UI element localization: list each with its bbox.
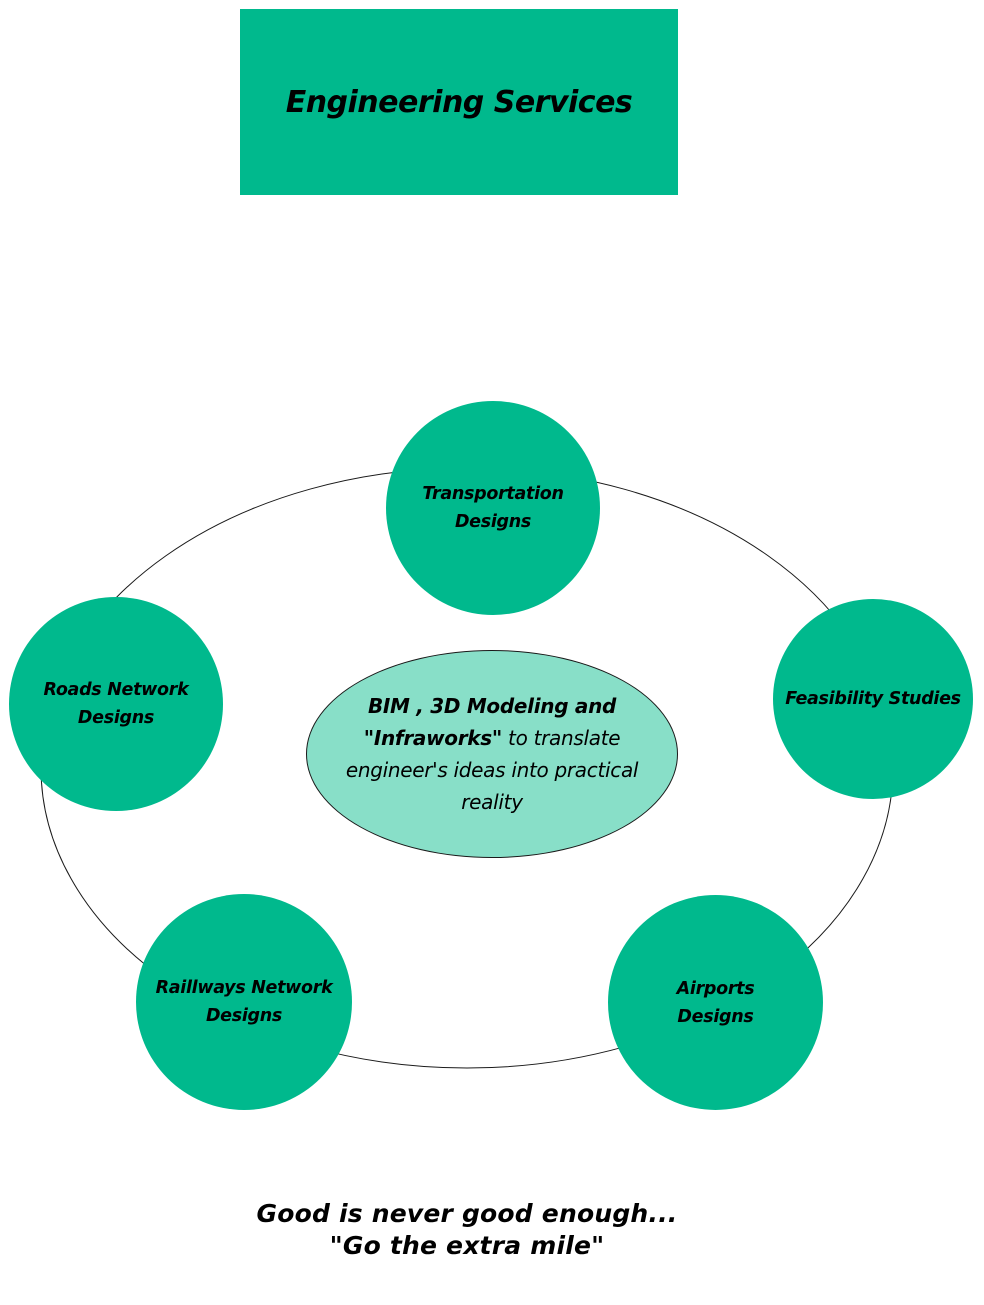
node-label-line-1: Roads Network (43, 680, 189, 700)
center-line-1: BIM , 3D Modeling and (367, 694, 617, 718)
center-line-2: "Infraworks" to translate (363, 726, 621, 750)
page-title: Engineering Services (285, 84, 633, 120)
center-bim-node: BIM , 3D Modeling and "Infraworks" to tr… (306, 650, 678, 858)
node-label-line-2: Designs (205, 1006, 283, 1026)
node-feasibility-studies: Feasibility Studies (773, 599, 973, 799)
node-label-line-1: Feasibility Studies (785, 689, 961, 709)
footer-line-1: Good is never good enough... (256, 1199, 678, 1228)
footer-slogan: Good is never good enough... "Go the ext… (0, 1198, 934, 1262)
footer-line-2: "Go the extra mile" (329, 1231, 605, 1260)
node-roads-network-designs: Roads Network Designs (9, 597, 223, 811)
node-label-line-1: Raillways Network (155, 978, 333, 998)
node-transportation-designs: Transportation Designs (386, 401, 600, 615)
node-railways-network-designs: Raillways Network Designs (136, 894, 352, 1110)
center-line-4: reality (461, 790, 523, 814)
node-airports-designs: Airports Designs (608, 895, 823, 1110)
node-label-line-1: Airports (676, 978, 755, 999)
node-label-line-2: Designs (454, 512, 532, 532)
node-label-line-1: Transportation (422, 484, 564, 504)
center-line-3: engineer's ideas into practical (345, 758, 639, 782)
node-label-line-2: Designs (677, 1006, 754, 1027)
title-banner: Engineering Services (240, 9, 678, 195)
node-label-line-2: Designs (77, 708, 155, 728)
